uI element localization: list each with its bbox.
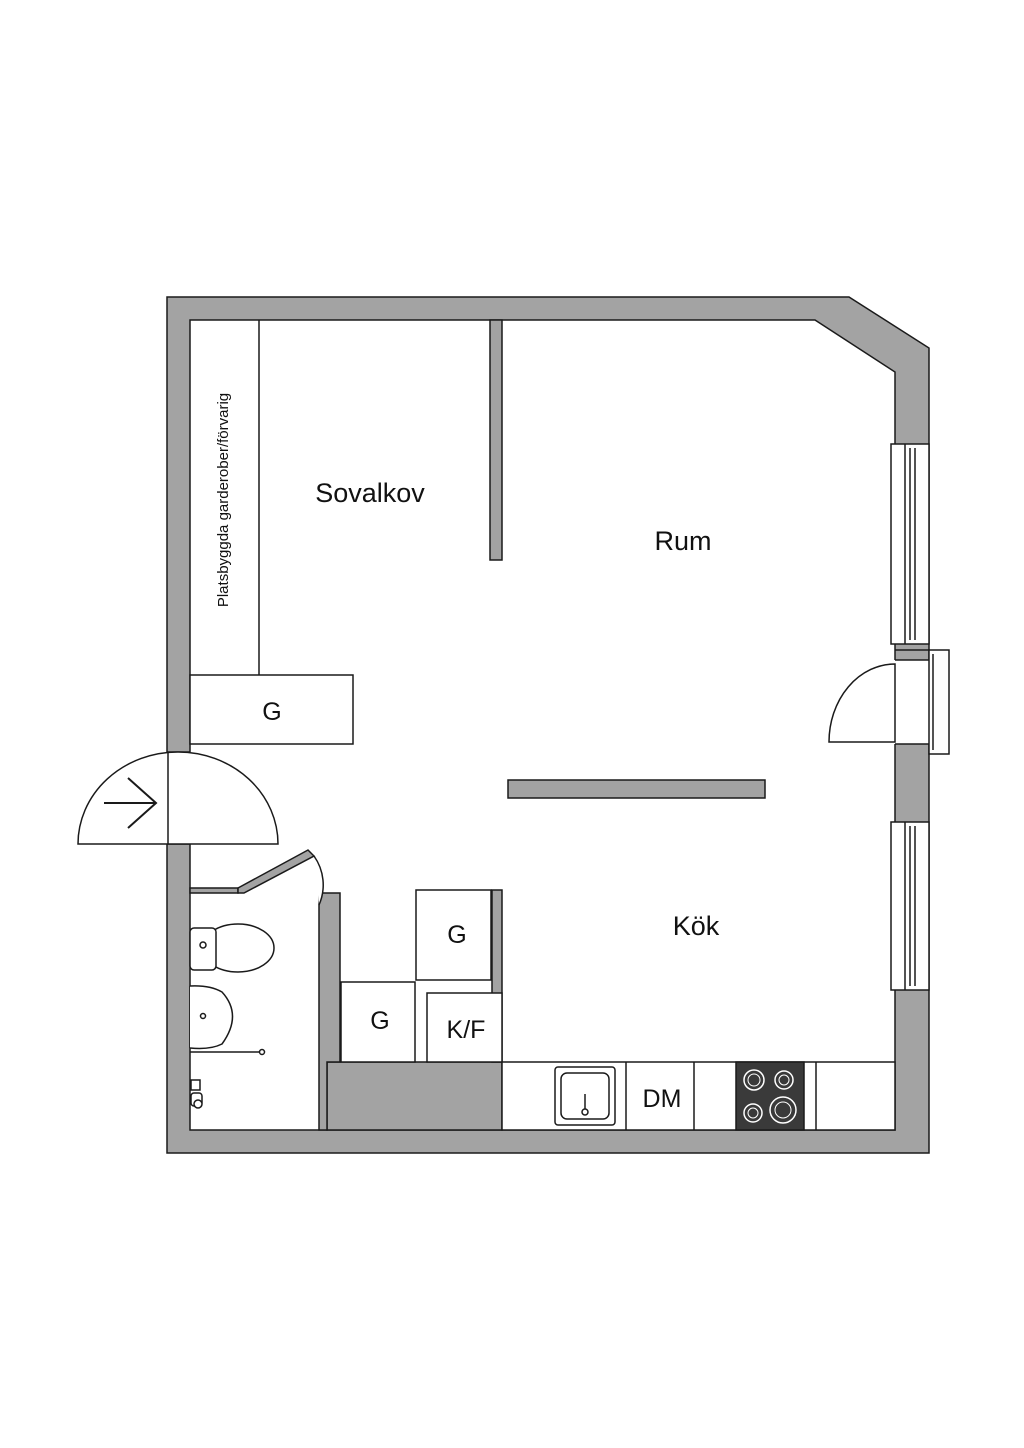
balcony-door-frame <box>928 649 950 755</box>
entrance-door[interactable] <box>77 751 279 845</box>
closet-label-hall: G <box>370 1007 389 1035</box>
wardrobe-label: Platsbyggda garderober/förvarig <box>215 393 232 607</box>
entry-arrow-icon <box>104 777 158 829</box>
balcony-door-opening <box>893 660 933 744</box>
shower-tap-icon <box>190 1079 203 1109</box>
room-label-sovalkov: Sovalkov <box>315 478 425 508</box>
stove-icon <box>735 1061 805 1131</box>
fridge-freezer <box>426 992 503 1063</box>
sink-icon <box>554 1066 616 1126</box>
shaft-area <box>326 1061 503 1131</box>
room-label-kok: Kök <box>673 911 720 941</box>
washbasin-icon <box>189 985 234 1050</box>
toilet-icon <box>189 923 275 973</box>
fridge-freezer-label: K/F <box>447 1016 486 1044</box>
bedroom-divider-wall <box>489 319 503 561</box>
closet-label-bedroom: G <box>262 698 281 726</box>
kitchen-divider-wall <box>507 779 766 799</box>
shower-rail-icon <box>190 1048 266 1056</box>
bathroom-wall <box>318 892 341 1131</box>
closet-label-kitchen: G <box>447 921 466 949</box>
dishwasher-label: DM <box>643 1085 682 1113</box>
bathroom-top-wall <box>189 887 239 894</box>
closet-hall <box>340 981 416 1063</box>
bathroom-door[interactable] <box>313 855 324 906</box>
closet-kitchen <box>415 889 492 981</box>
bathroom-door-wall <box>237 849 316 894</box>
room-label-rum: Rum <box>654 526 711 556</box>
balcony-door[interactable] <box>828 663 896 743</box>
closet-bedroom <box>189 674 354 745</box>
